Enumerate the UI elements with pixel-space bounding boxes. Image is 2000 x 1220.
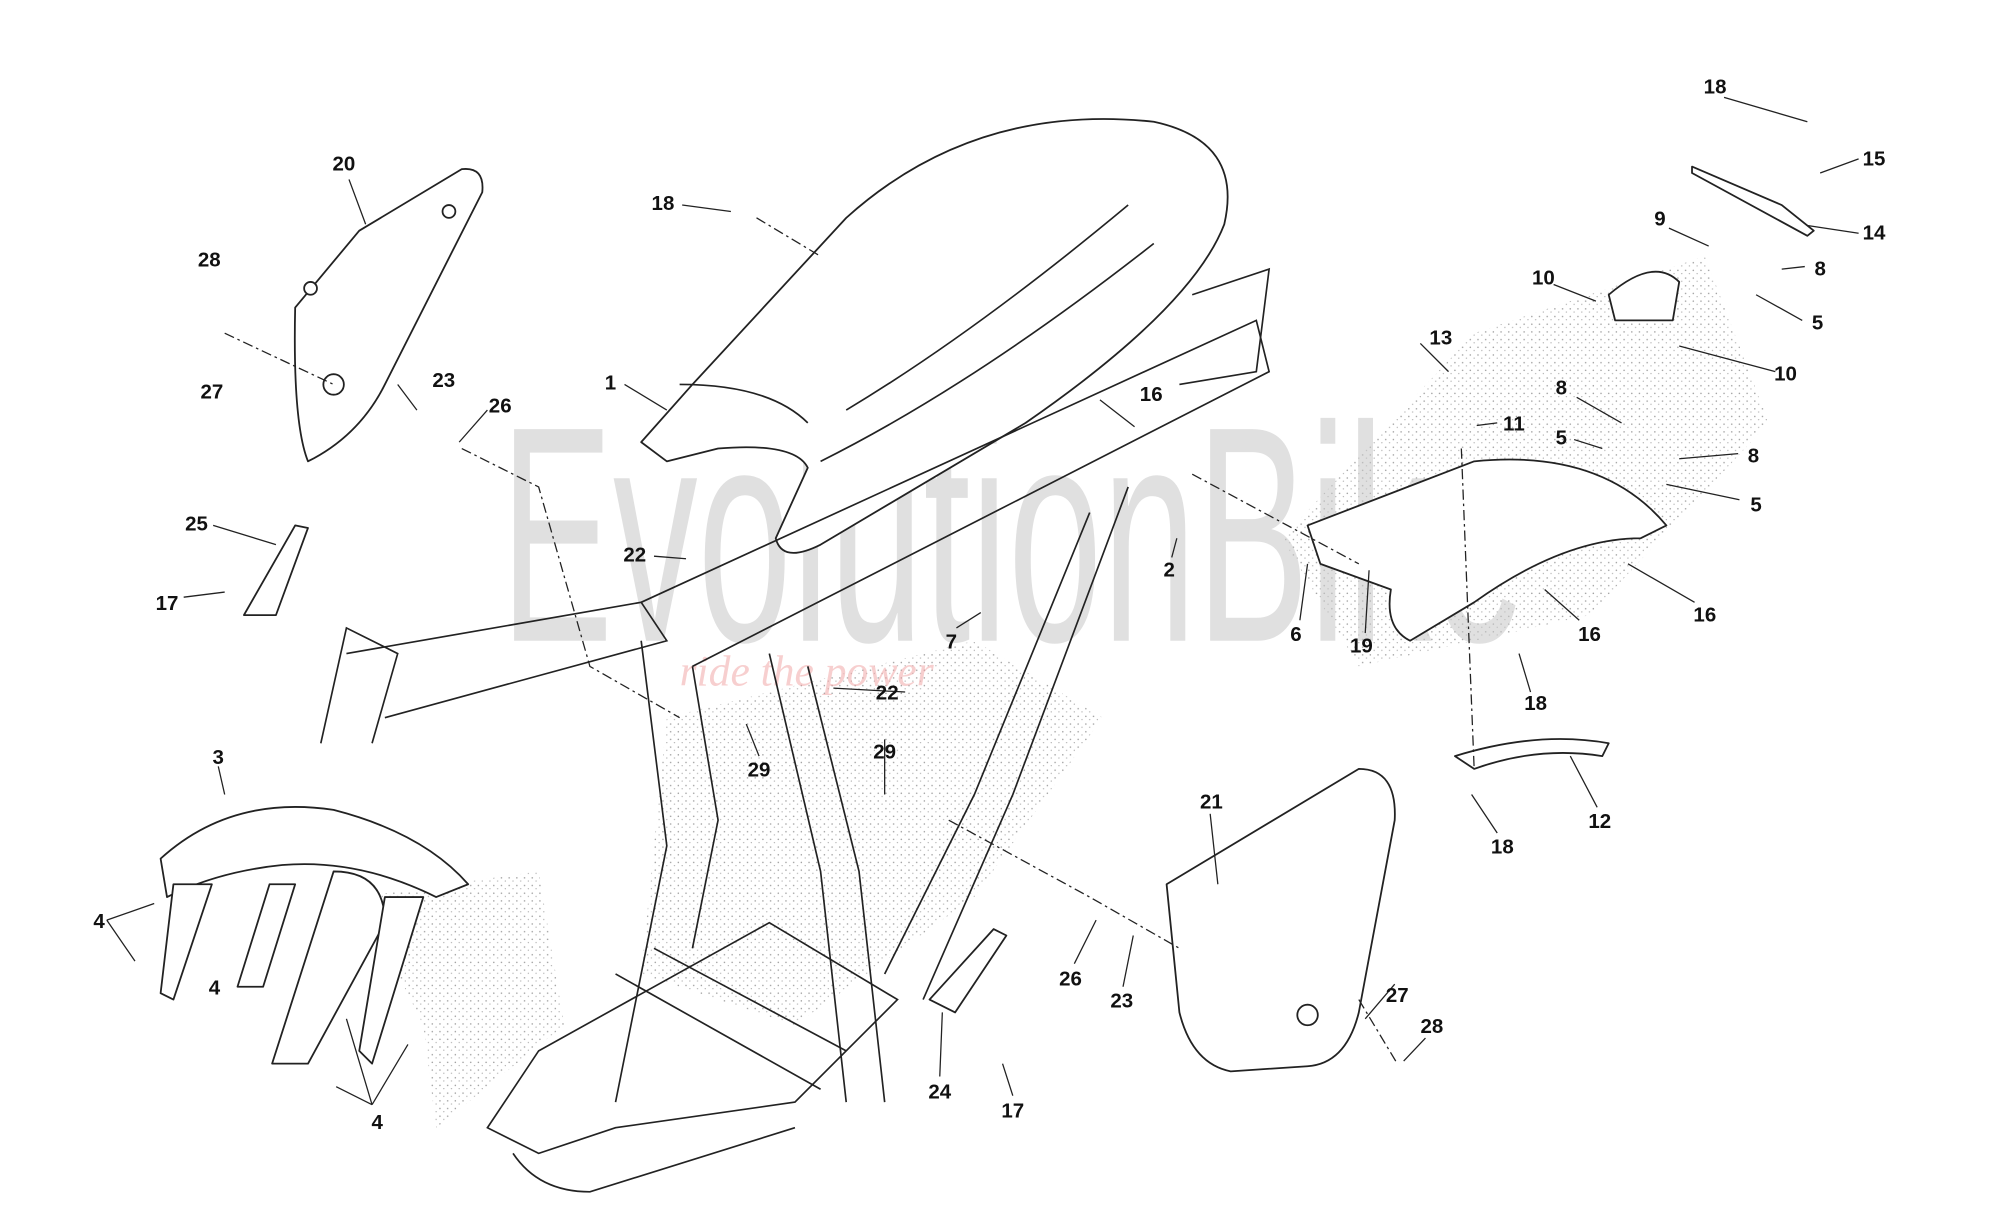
callout-labels: 18 1 20 28 27 23 26 25 17 22 22 7 29 29 … xyxy=(93,76,1886,1134)
callout-label: 5 xyxy=(1750,493,1761,516)
callout-label: 17 xyxy=(1001,1099,1024,1122)
callout-label: 23 xyxy=(432,369,455,392)
callout-label: 21 xyxy=(1200,791,1223,814)
callout-label: 29 xyxy=(873,741,896,764)
callout-label: 27 xyxy=(200,381,223,404)
callout-label: 18 xyxy=(652,192,675,215)
callout-label: 4 xyxy=(209,976,221,999)
callout-label: 18 xyxy=(1704,76,1727,99)
callout-label: 2 xyxy=(1163,559,1174,582)
leader-lines xyxy=(106,96,1859,1106)
callout-label: 15 xyxy=(1863,147,1886,170)
callout-label: 26 xyxy=(1059,967,1082,990)
callout-label: 16 xyxy=(1693,604,1716,627)
frame xyxy=(319,267,1271,1193)
left-side-panel xyxy=(293,168,484,463)
callout-label: 17 xyxy=(156,592,179,615)
callout-label: 14 xyxy=(1863,222,1886,245)
rear-fender xyxy=(1306,165,1815,770)
front-fender xyxy=(159,806,470,1065)
callout-label: 10 xyxy=(1532,266,1555,289)
callout-label: 9 xyxy=(1654,208,1665,231)
callout-label: 11 xyxy=(1503,413,1525,436)
callout-label: 13 xyxy=(1429,327,1452,350)
callout-label: 5 xyxy=(1556,427,1567,450)
callout-label: 16 xyxy=(1140,383,1163,406)
callout-label: 3 xyxy=(213,746,224,769)
callout-label: 4 xyxy=(371,1111,383,1134)
callout-label: 12 xyxy=(1588,810,1611,833)
callout-label: 28 xyxy=(198,249,221,272)
callout-label: 28 xyxy=(1420,1015,1443,1038)
callout-label: 18 xyxy=(1524,692,1547,715)
seat xyxy=(640,118,1229,554)
callout-label: 23 xyxy=(1110,989,1133,1012)
callout-label: 10 xyxy=(1774,363,1797,386)
callout-label: 25 xyxy=(185,513,208,536)
callout-label: 8 xyxy=(1748,445,1759,468)
callout-label: 29 xyxy=(748,759,771,782)
callout-label: 4 xyxy=(93,910,105,933)
brackets xyxy=(243,524,1008,1014)
callout-label: 19 xyxy=(1350,634,1373,657)
callout-label: 27 xyxy=(1386,984,1409,1007)
callout-label: 22 xyxy=(623,543,646,566)
callout-label: 20 xyxy=(332,152,355,175)
callout-label: 6 xyxy=(1290,623,1301,646)
callout-label: 1 xyxy=(605,372,616,395)
callout-label: 26 xyxy=(489,395,512,418)
callout-label: 18 xyxy=(1491,835,1514,858)
callout-label: 22 xyxy=(876,682,899,705)
watermark-tagline: ride the power xyxy=(680,648,935,696)
callout-label: 16 xyxy=(1578,623,1601,646)
right-side-panel xyxy=(1165,768,1396,1073)
callout-label: 7 xyxy=(946,630,957,653)
callout-label: 8 xyxy=(1556,377,1567,400)
callout-label: 8 xyxy=(1814,258,1825,281)
callout-label: 24 xyxy=(928,1080,951,1103)
callout-label: 5 xyxy=(1812,311,1823,334)
